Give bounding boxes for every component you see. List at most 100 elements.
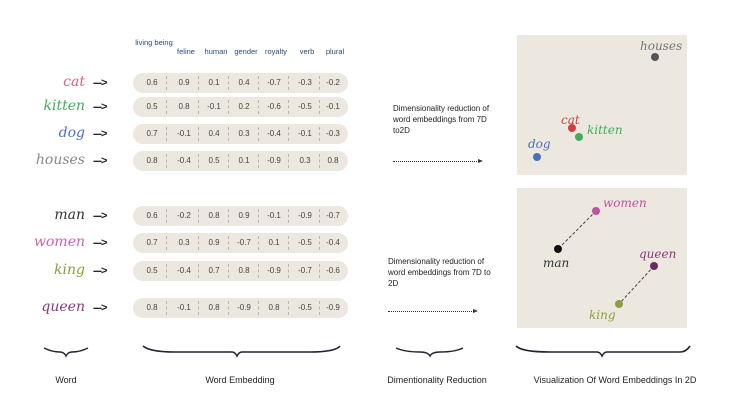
- point-label-king: king: [589, 308, 616, 322]
- embedding-value: 0.3: [238, 129, 250, 138]
- reduction-arrow-2: [388, 309, 478, 313]
- embedding-value: 0.8: [146, 156, 158, 165]
- column-separator: [198, 76, 199, 90]
- embedding-value: -0.1: [207, 102, 221, 111]
- embedding-value: -0.6: [326, 266, 340, 275]
- embedding-value: -0.1: [298, 129, 312, 138]
- embedding-value: -0.7: [237, 238, 251, 247]
- column-separator: [258, 154, 259, 168]
- row-arrow: --->: [93, 210, 107, 222]
- row-arrow: --->: [93, 155, 107, 167]
- column-separator: [198, 154, 199, 168]
- row-arrow: --->: [93, 265, 107, 277]
- column-header: living being: [135, 38, 173, 47]
- point-label-cat: cat: [561, 113, 580, 127]
- column-separator: [198, 236, 199, 250]
- embedding-value: -0.9: [298, 211, 312, 220]
- row-arrow: --->: [93, 101, 107, 113]
- column-header: royalty: [264, 47, 288, 56]
- word-label: king: [54, 262, 85, 278]
- embedding-value: 0.4: [238, 78, 250, 87]
- embedding-value: -0.4: [177, 156, 191, 165]
- point-queen: [650, 262, 658, 270]
- embedding-value: -0.9: [237, 303, 251, 312]
- row-arrow: --->: [93, 237, 107, 249]
- point-kitten: [575, 133, 583, 141]
- embedding-value: -0.7: [267, 78, 281, 87]
- embedding-value: 0.4: [208, 129, 220, 138]
- embedding-value: 0.9: [178, 78, 190, 87]
- embedding-value: 0.7: [146, 129, 158, 138]
- column-separator: [166, 301, 167, 315]
- embedding-value: -0.1: [267, 211, 281, 220]
- embedding-value: -0.5: [298, 102, 312, 111]
- word-label: cat: [63, 74, 85, 90]
- column-separator: [166, 264, 167, 278]
- embedding-value: 0.8: [208, 303, 220, 312]
- relation-line: [618, 265, 655, 305]
- embedding-value: -0.1: [177, 129, 191, 138]
- relation-line: [557, 210, 597, 250]
- word-label: dog: [58, 125, 85, 141]
- brace-visualization: [515, 345, 691, 358]
- column-header: plural: [325, 47, 345, 56]
- column-separator: [166, 100, 167, 114]
- point-man: [554, 245, 562, 253]
- column-separator: [288, 127, 289, 141]
- embedding-value: -0.2: [326, 78, 340, 87]
- embedding-value: 0.8: [238, 266, 250, 275]
- column-separator: [288, 236, 289, 250]
- footer-word: Word: [55, 375, 77, 385]
- word-label: queen: [41, 299, 85, 315]
- column-separator: [198, 209, 199, 223]
- embedding-value: 0.5: [146, 102, 158, 111]
- point-label-dog: dog: [528, 137, 551, 151]
- reduction-description-2: Dimensionality reduction of word embeddi…: [388, 257, 491, 288]
- column-separator: [228, 100, 229, 114]
- column-separator: [228, 76, 229, 90]
- embedding-value: 0.3: [178, 238, 190, 247]
- column-separator: [166, 236, 167, 250]
- column-separator: [319, 264, 320, 278]
- embedding-value: 0.3: [299, 156, 311, 165]
- embedding-value: 0.5: [146, 266, 158, 275]
- column-separator: [319, 209, 320, 223]
- footer-visualization: Visualization Of Word Embeddings In 2D: [533, 375, 697, 385]
- point-label-queen: queen: [639, 247, 676, 261]
- point-label-houses: houses: [640, 39, 682, 53]
- column-separator: [319, 76, 320, 90]
- column-separator: [198, 264, 199, 278]
- brace-word: [43, 347, 89, 358]
- column-separator: [258, 100, 259, 114]
- embedding-value: 0.7: [146, 238, 158, 247]
- row-arrow: --->: [93, 77, 107, 89]
- column-separator: [258, 301, 259, 315]
- row-arrow: --->: [93, 128, 107, 140]
- point-women: [592, 207, 600, 215]
- column-separator: [228, 301, 229, 315]
- column-separator: [288, 100, 289, 114]
- embedding-value: 0.8: [268, 303, 280, 312]
- column-separator: [228, 209, 229, 223]
- column-separator: [288, 76, 289, 90]
- embedding-value: -0.5: [298, 238, 312, 247]
- column-separator: [288, 209, 289, 223]
- reduction-arrow-1: [393, 159, 483, 163]
- brace-embedding: [142, 345, 341, 358]
- row-arrow: --->: [93, 302, 107, 314]
- brace-decorations: [43, 345, 691, 358]
- point-dog: [533, 153, 541, 161]
- column-separator: [166, 127, 167, 141]
- column-separator: [228, 127, 229, 141]
- embedding-value: -0.5: [298, 303, 312, 312]
- column-separator: [228, 236, 229, 250]
- footer-embedding: Word Embedding: [205, 375, 275, 385]
- word-label: kitten: [43, 98, 85, 114]
